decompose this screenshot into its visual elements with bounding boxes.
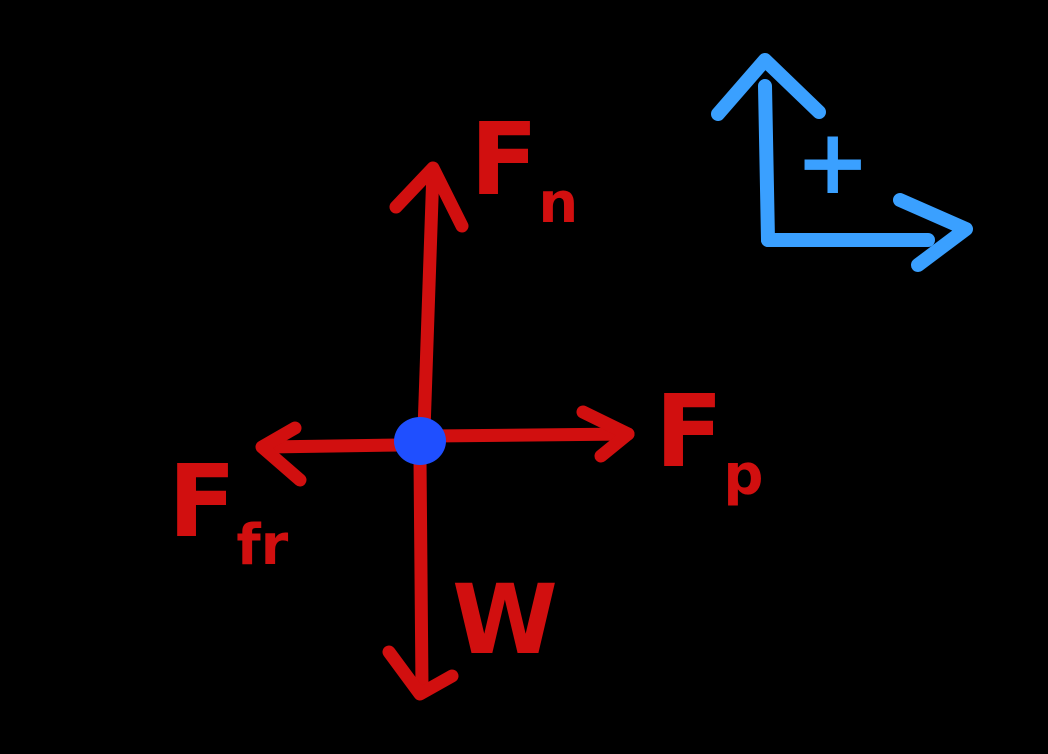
normal-force-shaft — [417, 163, 440, 437]
y-axis-arrowhead — [711, 53, 826, 121]
normal-force-label-sub: n — [538, 171, 579, 236]
applied-force-label-main: F — [655, 373, 724, 490]
friction-force-shaft — [261, 438, 407, 454]
positive-axes-indicator — [711, 53, 973, 272]
applied-force-arrow — [425, 405, 635, 463]
weight-label-main: W — [452, 564, 558, 676]
applied-force-label: Fp — [655, 382, 763, 504]
friction-force-label-sub: fr — [236, 513, 289, 578]
normal-force-label-main: F — [470, 101, 539, 218]
positive-sign-label: + — [795, 110, 871, 215]
applied-force-head — [576, 405, 635, 463]
friction-force-arrow — [255, 421, 407, 487]
weight-head — [382, 645, 459, 701]
weight-arrow — [382, 453, 459, 701]
applied-force-shaft — [425, 427, 635, 443]
friction-force-head — [255, 421, 307, 487]
normal-force-arrow — [389, 161, 469, 437]
friction-force-label-main: F — [168, 443, 237, 560]
y-axis-line — [758, 79, 775, 247]
applied-force-label-sub: p — [723, 443, 764, 508]
normal-force-label: Fn — [470, 110, 578, 232]
normal-force-head — [389, 161, 469, 233]
friction-force-label: Ffr — [168, 452, 288, 574]
weight-shaft — [413, 453, 429, 695]
weight-label: W — [452, 572, 558, 668]
x-axis-arrowhead — [893, 193, 973, 272]
object-dot — [394, 417, 446, 465]
